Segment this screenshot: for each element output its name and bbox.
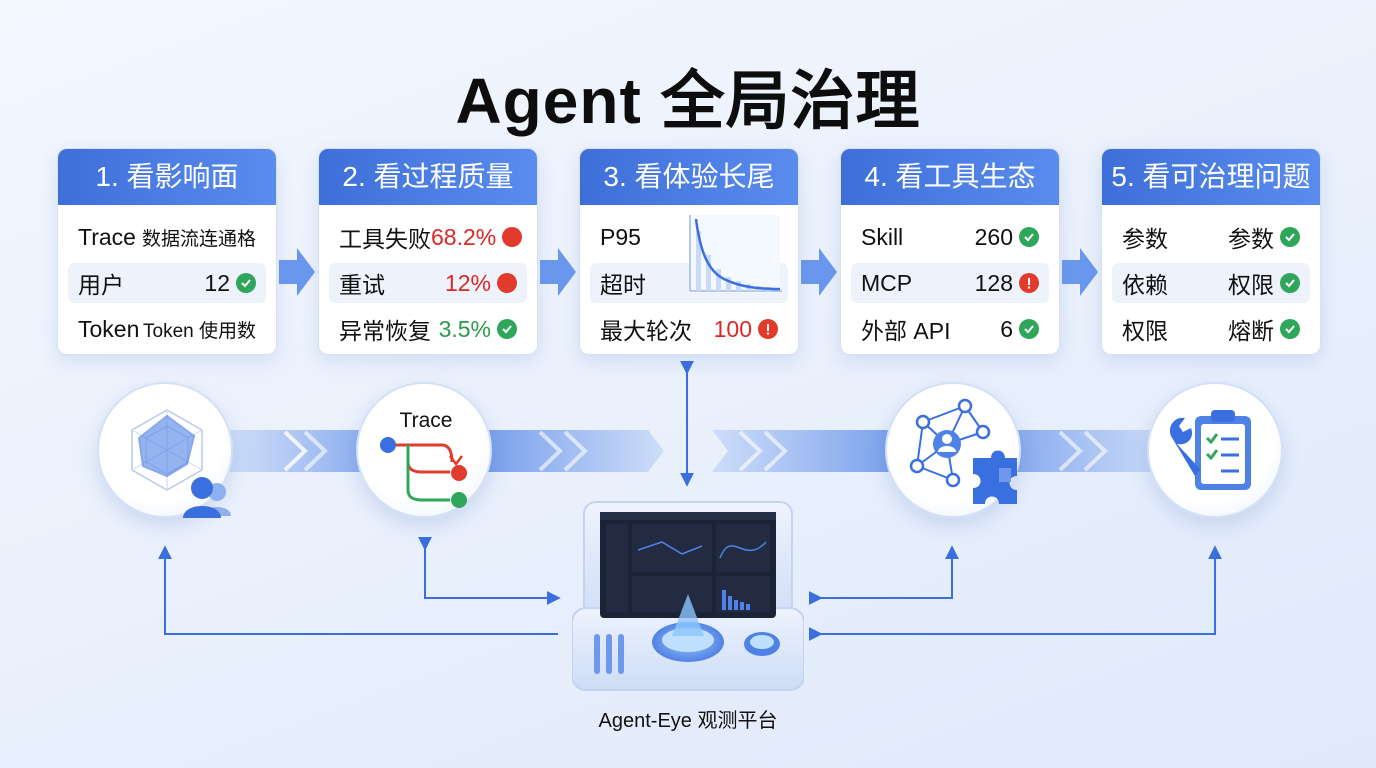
metric-row: 用户 12 bbox=[68, 263, 266, 303]
card-experience-long-tail: 3. 看体验长尾 P95 超时 最大轮次 100 bbox=[579, 148, 799, 355]
metric-label: 依赖 bbox=[1122, 272, 1168, 298]
metric-label: 权限 bbox=[1122, 318, 1168, 344]
platform-label: Agent-Eye 观测平台 bbox=[598, 710, 778, 732]
metric-row: 权限 熔断 bbox=[1112, 309, 1310, 349]
status-check-icon bbox=[1280, 227, 1300, 247]
card-header: 3. 看体验长尾 bbox=[580, 149, 798, 205]
card-governable-issues: 5. 看可治理问题 参数 参数 依赖 权限 权限 熔断 bbox=[1101, 148, 1321, 355]
trace-label: Trace bbox=[400, 409, 453, 432]
card-impact-scope: 1. 看影响面 Trace 数据流连通格 用户 12 Token Token 使… bbox=[57, 148, 277, 355]
central-eye-button-icon bbox=[652, 594, 724, 662]
card-header: 1. 看影响面 bbox=[58, 149, 276, 205]
puzzle-icon bbox=[973, 450, 1017, 504]
card-arrow-icon bbox=[801, 248, 837, 296]
metric-row: MCP 128 bbox=[851, 263, 1049, 303]
status-alert-dot-icon bbox=[497, 273, 517, 293]
status-check-icon bbox=[1019, 227, 1039, 247]
metric-value: 12% bbox=[444, 269, 491, 296]
metric-label: 参数 bbox=[1122, 226, 1168, 252]
impact-circle bbox=[97, 382, 233, 518]
metric-value: 数据流连通格 bbox=[141, 228, 256, 250]
metric-label: 异常恢复 bbox=[339, 318, 431, 344]
page-title: Agent 全局治理 bbox=[455, 65, 921, 137]
status-alert-icon bbox=[758, 319, 778, 339]
metric-label: 最大轮次 bbox=[600, 318, 692, 344]
metric-row: 参数 参数 bbox=[1112, 217, 1310, 257]
metric-row: 工具失败 68.2% bbox=[329, 217, 527, 257]
metric-label: 用户 bbox=[78, 272, 124, 298]
metric-row: Trace 数据流连通格 bbox=[68, 217, 266, 257]
metric-value: 12 bbox=[204, 269, 230, 296]
status-check-icon bbox=[1019, 319, 1039, 339]
metric-label: MCP bbox=[861, 269, 913, 296]
metric-value: 68.2% bbox=[431, 223, 497, 250]
agent-eye-platform-device bbox=[572, 501, 804, 691]
dashboard-screen bbox=[600, 512, 776, 618]
metric-value: 100 bbox=[713, 315, 752, 342]
status-alert-icon bbox=[1019, 273, 1039, 293]
metric-row: 依赖 权限 bbox=[1112, 263, 1310, 303]
card-arrow-icon bbox=[1062, 248, 1098, 296]
trace-flow-icon bbox=[380, 437, 467, 508]
metric-value: 128 bbox=[974, 269, 1013, 296]
card-header: 5. 看可治理问题 bbox=[1102, 149, 1320, 205]
card-tool-ecosystem: 4. 看工具生态 Skill 260 MCP 128 外部 API 6 bbox=[840, 148, 1060, 355]
card-header: 2. 看过程质量 bbox=[319, 149, 537, 205]
metric-label: Skill bbox=[861, 223, 904, 250]
tool-network-circle bbox=[885, 382, 1021, 518]
status-check-icon bbox=[236, 273, 256, 293]
metric-label: Token bbox=[78, 315, 140, 342]
metric-value: 260 bbox=[974, 223, 1013, 250]
metric-value: Token 使用数 bbox=[143, 320, 256, 342]
metric-value: 权限 bbox=[1228, 272, 1274, 298]
metric-row: 异常恢复 3.5% bbox=[329, 309, 527, 349]
metric-label: Trace bbox=[78, 223, 136, 250]
long-tail-curve-icon bbox=[689, 215, 782, 293]
governance-circle bbox=[1147, 382, 1283, 518]
status-check-icon bbox=[1280, 319, 1300, 339]
metric-label: 外部 API bbox=[861, 318, 951, 344]
trace-circle: Trace bbox=[356, 382, 492, 518]
metric-label: 超时 bbox=[600, 272, 646, 298]
metric-value: 熔断 bbox=[1228, 318, 1274, 344]
metric-value: 3.5% bbox=[438, 315, 491, 342]
control-vents bbox=[594, 634, 624, 674]
status-check-icon bbox=[497, 319, 517, 339]
metric-label: 工具失败 bbox=[339, 226, 431, 252]
status-check-icon bbox=[1280, 273, 1300, 293]
metric-row: 最大轮次 100 bbox=[590, 309, 788, 349]
radar-chart-icon bbox=[131, 409, 203, 491]
status-alert-dot-icon bbox=[502, 227, 523, 247]
metric-row: 重试 12% bbox=[329, 263, 527, 303]
metric-label: P95 bbox=[600, 223, 641, 250]
card-process-quality: 2. 看过程质量 工具失败 68.2% 重试 12% 异常恢复 3.5% bbox=[318, 148, 538, 355]
metric-row: Skill 260 bbox=[851, 217, 1049, 257]
metric-row: 外部 API 6 bbox=[851, 309, 1049, 349]
metric-value: 6 bbox=[1000, 315, 1013, 342]
wrench-icon bbox=[1169, 417, 1201, 476]
card-header: 4. 看工具生态 bbox=[841, 149, 1059, 205]
metric-row: Token Token 使用数 bbox=[68, 309, 266, 349]
users-icon bbox=[183, 477, 231, 518]
card-arrow-icon bbox=[279, 248, 315, 296]
card-arrow-icon bbox=[540, 248, 576, 296]
metric-label: 重试 bbox=[339, 272, 385, 298]
metric-value: 参数 bbox=[1228, 226, 1274, 252]
clipboard-checklist-icon bbox=[1195, 410, 1251, 490]
side-knob-icon bbox=[744, 632, 780, 656]
